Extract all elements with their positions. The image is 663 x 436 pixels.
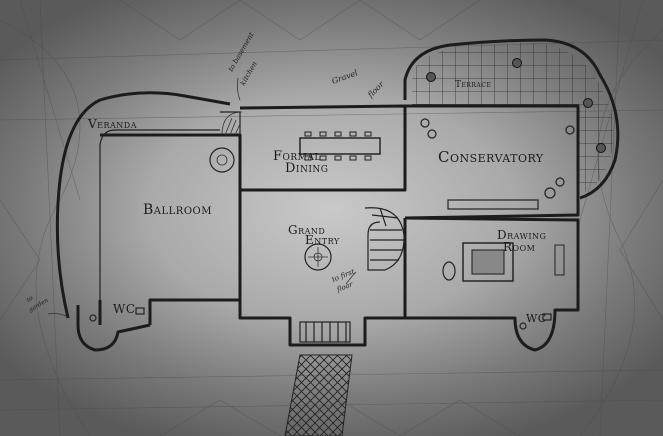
grand-staircase	[364, 207, 405, 271]
label-terrace: Terrace	[455, 80, 491, 90]
wc-fixtures	[89, 307, 552, 330]
entry-path	[284, 354, 353, 436]
veranda-outer-wall	[55, 91, 231, 319]
note-to: to	[26, 294, 35, 303]
label-entry: Entry	[305, 233, 340, 247]
label-wc-left: WC	[113, 302, 136, 316]
note-first-floor: to first	[331, 267, 356, 283]
label-conservatory: Conservatory	[438, 148, 544, 166]
label-wc-right: WC	[526, 312, 547, 325]
note-gravel: Gravel	[331, 68, 360, 86]
label-dining: Dining	[285, 161, 328, 176]
label-room: Room	[503, 240, 535, 254]
label-grand: Grand	[288, 223, 325, 237]
spiral-stair-basement	[221, 111, 243, 136]
label-veranda: Veranda	[87, 117, 137, 131]
entry-rosette	[304, 243, 332, 271]
note-kitchen: kitchen	[239, 60, 259, 87]
label-formal: Formal	[273, 149, 321, 164]
terrace-wall	[403, 38, 620, 200]
ballroom-table	[209, 147, 235, 173]
dining-table	[299, 131, 381, 161]
walls	[76, 104, 580, 352]
terrace-floor	[412, 42, 614, 196]
veranda-inner-edge	[99, 129, 220, 310]
entry-steps	[299, 321, 351, 343]
conservatory-planters	[420, 118, 575, 210]
note-floor: floor	[365, 79, 386, 100]
drawing-room-furniture	[442, 242, 565, 282]
terrace-planters	[426, 58, 606, 153]
label-ballroom: Ballroom	[143, 202, 212, 218]
label-drawing: Drawing	[497, 228, 546, 242]
note-arrows	[47, 77, 357, 319]
